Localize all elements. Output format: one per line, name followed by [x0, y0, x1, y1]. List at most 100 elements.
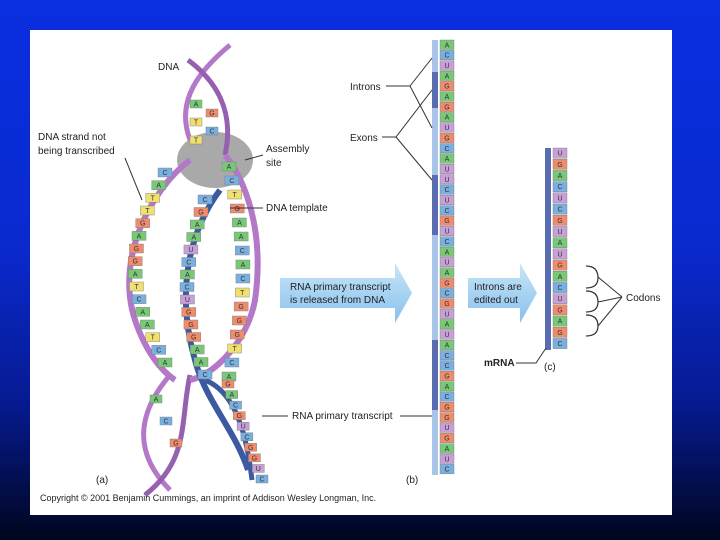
- right-strand-base-letter: T: [233, 192, 238, 199]
- transcript-base-letter: U: [444, 177, 449, 184]
- template-base-letter: C: [202, 372, 207, 379]
- transcript-base-letter: A: [445, 384, 450, 391]
- template-base-letter: G: [191, 335, 196, 342]
- mrna-base-letter: U: [557, 229, 562, 236]
- left-strand-base-letter: T: [145, 208, 150, 215]
- label-introns-edited-line1: Introns are: [474, 282, 522, 293]
- top-helix-base-letter: T: [194, 138, 199, 145]
- label-exons: Exons: [350, 133, 378, 144]
- transcript-base-letter: G: [444, 436, 449, 443]
- transcription-diagram: AGTCT CATTGAGGATCAATCA CGAAUCACUGGGAAC A…: [30, 30, 672, 515]
- left-strand-base-letter: A: [137, 233, 142, 240]
- transcript-base-letter: A: [445, 156, 450, 163]
- left-strand-base-letter: G: [132, 259, 137, 266]
- template-base-letter: G: [188, 322, 193, 329]
- mrna-base-letter: U: [557, 195, 562, 202]
- template-base-letter: A: [191, 235, 196, 242]
- left-strand-base-letter: G: [134, 246, 139, 253]
- transcript-base-letter: G: [444, 373, 449, 380]
- mrna-base-letter: A: [558, 240, 563, 247]
- transcript-base-letter: G: [444, 84, 449, 91]
- transcript-base-letter: U: [444, 125, 449, 132]
- mrna-base-letter: G: [557, 263, 562, 270]
- exiting-base-letter: G: [248, 445, 253, 452]
- left-strand-base-letter: C: [162, 170, 167, 177]
- left-strand-base-letter: A: [156, 183, 161, 190]
- label-panel-b: (b): [406, 475, 418, 486]
- transcript-base-letter: A: [445, 446, 450, 453]
- transcript-base-letter: A: [445, 94, 450, 101]
- right-strand-base-letter: G: [238, 304, 243, 311]
- mrna-base-letter: A: [558, 173, 563, 180]
- left-strand-bases: CATTGAGGATCAATCA: [128, 168, 172, 367]
- right-strand-base-letter: C: [240, 248, 245, 255]
- top-helix-base-letter: T: [194, 120, 199, 127]
- template-base-letter: C: [186, 260, 191, 267]
- transcript-base-letter: C: [444, 239, 449, 246]
- bottom-helix-base-letter: A: [154, 397, 159, 404]
- transcript-base-letter: U: [444, 166, 449, 173]
- left-strand-base-letter: C: [156, 347, 161, 354]
- transcript-base-letter: U: [444, 311, 449, 318]
- transcript-base-letter: U: [444, 456, 449, 463]
- template-base-letter: C: [184, 285, 189, 292]
- exon-segment-2: [432, 175, 438, 235]
- label-dna-template: DNA template: [266, 203, 328, 214]
- left-strand-base-letter: A: [140, 309, 145, 316]
- leader-mrna: [516, 348, 546, 363]
- right-strand-base-letter: G: [237, 318, 242, 325]
- transcript-base-letter: C: [444, 187, 449, 194]
- exiting-base-letter: G: [252, 455, 257, 462]
- transcript-base-letter: G: [444, 405, 449, 412]
- top-helix-base-letter: A: [194, 102, 199, 109]
- label-panel-a: (a): [96, 475, 108, 486]
- leader-codons-1: [598, 277, 622, 297]
- right-strand-base-letter: C: [240, 276, 245, 283]
- template-base-letter: G: [186, 310, 191, 317]
- label-panel-c: (c): [544, 362, 556, 373]
- transcript-base-letter: C: [444, 291, 449, 298]
- label-rna-primary-transcript: RNA primary transcript: [292, 411, 393, 422]
- transcript-base-letter: C: [444, 146, 449, 153]
- transcript-base-letter: U: [444, 63, 449, 70]
- right-strand-base-letter: T: [240, 290, 245, 297]
- leader-exons-2: [396, 137, 432, 180]
- transcript-base-letter: C: [444, 53, 449, 60]
- exiting-base-letter: A: [229, 392, 234, 399]
- right-strand-base-letter: A: [239, 234, 244, 241]
- right-strand-base-letter: A: [237, 220, 242, 227]
- template-base-letter: A: [195, 222, 200, 229]
- mrna-base-letter: C: [557, 184, 562, 191]
- transcript-base-letter: A: [445, 42, 450, 49]
- mrna-base-letter: G: [557, 330, 562, 337]
- label-introns-edited-line2: edited out: [474, 295, 518, 306]
- exiting-base-letter: C: [244, 434, 249, 441]
- right-strand-base-letter: G: [235, 332, 240, 339]
- label-introns: Introns: [350, 82, 381, 93]
- codon-bracket-1: [586, 266, 598, 288]
- mrna-base-letter: U: [557, 296, 562, 303]
- label-dna: DNA: [158, 62, 179, 73]
- mrna-base-letter: C: [557, 207, 562, 214]
- transcript-base-letter: G: [444, 280, 449, 287]
- transcript-base-letter: A: [445, 249, 450, 256]
- transcript-base-letter: G: [444, 104, 449, 111]
- label-rna-released-line2: is released from DNA: [290, 295, 385, 306]
- exiting-base-letter: G: [225, 382, 230, 389]
- bottom-helix-base-letter: C: [163, 419, 168, 426]
- mrna-base-letter: G: [557, 218, 562, 225]
- template-base-letter: U: [185, 297, 190, 304]
- left-strand-base-letter: A: [163, 360, 168, 367]
- transcript-base-letter: U: [444, 260, 449, 267]
- label-assembly-line1: Assembly: [266, 144, 309, 155]
- transcript-bases: ACUAGAGAUGCAUUCUCGUCAUAGCGUAUACCGACGGUGA…: [440, 40, 454, 474]
- mrna-backbone: [545, 148, 551, 350]
- codon-bracket-2: [586, 291, 598, 312]
- transcript-base-letter: A: [445, 322, 450, 329]
- left-strand-base-letter: T: [151, 195, 156, 202]
- bottom-helix-strand-2: [145, 375, 190, 495]
- template-base-letter: A: [199, 360, 204, 367]
- left-strand-base-letter: G: [140, 221, 145, 228]
- exiting-base-letter: U: [241, 424, 246, 431]
